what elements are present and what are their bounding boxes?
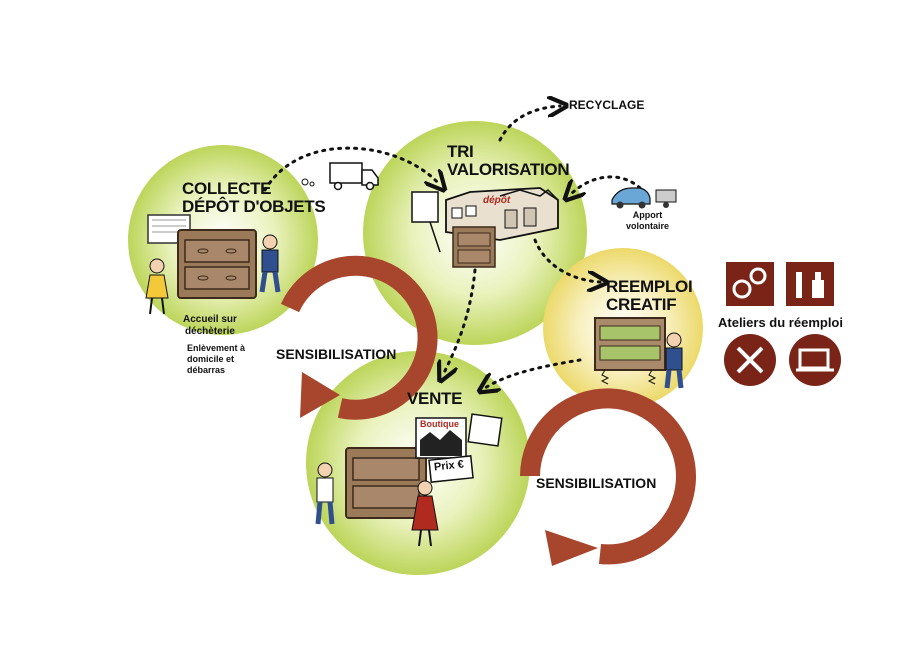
sensibilisation-right-label: SENSIBILISATION: [536, 475, 657, 491]
sign-tri: [411, 191, 441, 253]
worker-reemploi: [664, 332, 684, 389]
apport-label: Apport volontaire: [626, 210, 669, 232]
woman-vente: [411, 480, 439, 547]
woman-collecte: [145, 258, 169, 315]
wrench-hammer-icon: [724, 334, 776, 386]
sewing-machine-icon: [789, 334, 841, 386]
tri-line1: TRI: [447, 142, 474, 161]
stage-tri-title: TRI VALORISATION: [447, 142, 570, 179]
worker-vente: [315, 462, 335, 525]
boutique-sign: Boutique: [420, 419, 459, 429]
collecte-line2: DÉPÔT D'OBJETS: [182, 196, 326, 216]
dresser-tri: [452, 226, 496, 268]
flow-tri-to-reemploi: [533, 238, 600, 282]
cycle-arrow-left-head: [300, 372, 340, 418]
flow-reemploi-to-vente: [485, 358, 582, 388]
enlevement-line3: débarras: [187, 364, 226, 375]
stage-collecte-title: COLLECTE DÉPÔT D'OBJETS: [182, 179, 326, 216]
flow-apport-to-tri: [570, 175, 642, 195]
dresser-collecte: [177, 229, 257, 299]
worker-collecte: [259, 234, 281, 293]
depot-sign: dépôt: [483, 195, 511, 206]
gears-icon: [726, 262, 774, 306]
stage-vente-title: VENTE: [407, 389, 463, 408]
cycle-arrow-left: [280, 255, 438, 420]
enlevement-line1: Enlèvement à: [187, 343, 246, 353]
recyclage-label: RECYCLAGE: [569, 98, 645, 112]
flow-tri-to-vente: [443, 268, 477, 375]
truck-icon: [301, 162, 379, 191]
tri-line2: VALORISATION: [447, 159, 570, 179]
ateliers-title: Ateliers du réemploi: [718, 315, 843, 330]
accueil-line2: déchèterie: [184, 326, 235, 337]
reemploi-line1: REEMPLOI: [606, 277, 693, 296]
paint-tools-icon: [786, 262, 834, 306]
cycle-arrow-right: [520, 388, 696, 565]
enlevement-line2: domicile et: [187, 353, 235, 364]
accueil-label: Accueil sur déchèterie: [183, 314, 237, 338]
dresser-reemploi: [594, 317, 666, 385]
stage-reemploi-title: REEMPLOI CREATIF: [606, 277, 693, 314]
accueil-line1: Accueil sur: [183, 314, 237, 325]
enlevement-label: Enlèvement à domicile et débarras: [187, 343, 245, 375]
flow-collecte-to-tri: [263, 146, 440, 190]
collecte-line1: COLLECTE: [182, 179, 272, 198]
cycle-arrow-right-head: [545, 530, 598, 566]
car-icon: [611, 187, 677, 209]
flow-tri-to-recyclage: [498, 106, 560, 142]
dresser-vente: [345, 447, 427, 519]
sensibilisation-left-label: SENSIBILISATION: [276, 346, 397, 362]
boutique-stall-icon: [415, 413, 503, 483]
apport-line2: volontaire: [626, 220, 670, 231]
apport-line1: Apport: [632, 210, 663, 220]
reemploi-line2: CREATIF: [606, 294, 677, 314]
